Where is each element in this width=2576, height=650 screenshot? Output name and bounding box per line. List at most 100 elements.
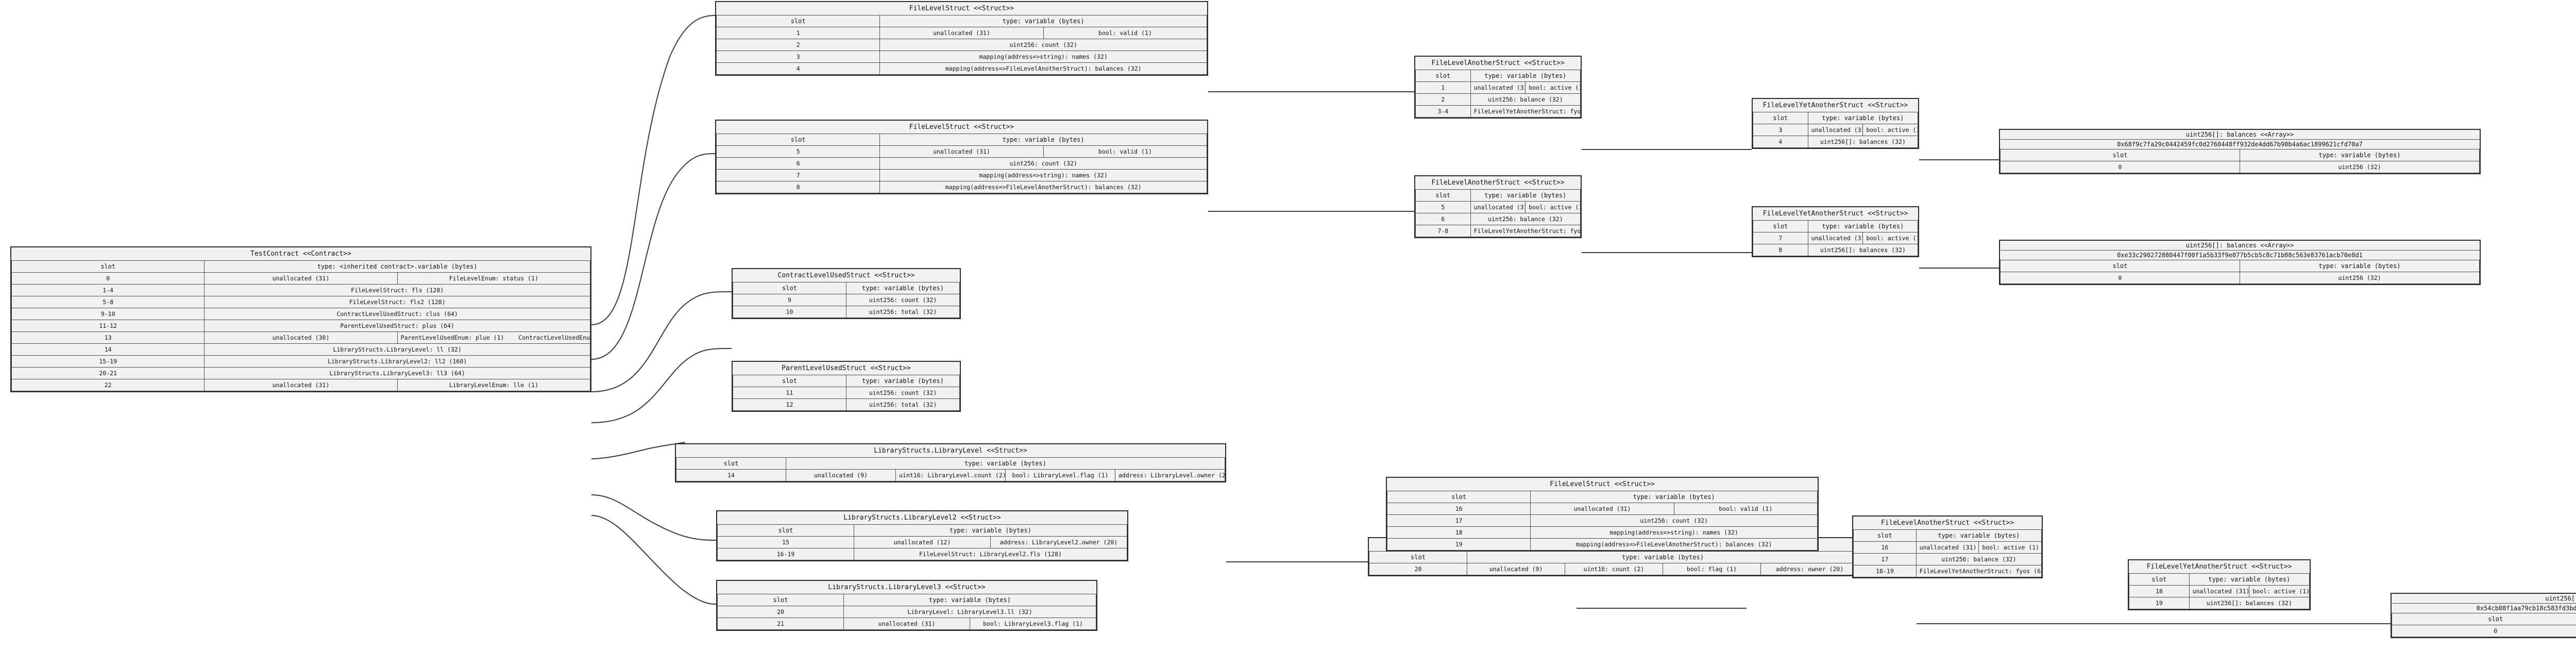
value-cell: unallocated (31) [879, 27, 1044, 39]
node-balances-array-3[interactable]: uint256[]: balances <<Array>> 0x54cb08f1… [2391, 593, 2576, 638]
col-header-slot: slot [1853, 529, 1917, 542]
value-cell: unallocated (30) [204, 331, 398, 344]
col-header-type: type: variable (bytes) [846, 282, 960, 294]
slot-cell: 17 [1386, 514, 1531, 527]
node-title: ContractLevelUsedStruct <<Struct>> [733, 269, 960, 282]
value-cell: uint256[]: balances (32) [1807, 244, 1919, 256]
value-cell: uint256[]: balances (32) [1807, 136, 1919, 148]
col-header-slot: slot [2129, 573, 2190, 586]
value-cell: address: owner (20) [1760, 563, 1859, 575]
value-cell: unallocated (31) [843, 618, 970, 630]
col-header-slot: slot [733, 282, 846, 294]
array-slot-hash: 0x54cb08f1aa79cb18c583fd3bdc921e748aed4b… [2392, 603, 2576, 613]
node-title: LibraryStructs.LibraryLevel <<Struct>> [676, 444, 1225, 458]
slot-cell: 18 [1386, 526, 1531, 539]
value-part: ParentLevelUsedEnum: plue (1) [400, 334, 504, 341]
col-header-slot: slot [717, 524, 854, 537]
node-title: FileLevelStruct <<Struct>> [1387, 478, 1818, 491]
node-file-level-yet-another-struct-1[interactable]: FileLevelYetAnotherStruct <<Struct>> slo… [1752, 98, 1919, 149]
value-cell: uint256[]: balances (32) [2189, 597, 2310, 609]
col-header-slot: slot [2000, 149, 2240, 161]
value-cell: LibraryLevelEnum: lle (1) [397, 379, 591, 391]
col-header-type: type: <inherited contract>.variable (byt… [204, 260, 590, 273]
value-cell: ParentLevelUsedStruct: plus (64) [204, 320, 590, 332]
node-balances-array-1[interactable]: uint256[]: balances <<Array>> 0x68f9c7fa… [1999, 129, 2481, 174]
slot-cell: 3 [1753, 124, 1808, 136]
value-cell: bool: valid (1) [1673, 503, 1818, 515]
value-cell: unallocated (9) [786, 469, 896, 481]
node-test-contract[interactable]: TestContract <<Contract>> slot type: <in… [10, 246, 591, 392]
value-cell: FileLevelEnum: status (1) [397, 272, 591, 285]
value-cell: ContractLevelUsedStruct: clus (64) [204, 308, 590, 320]
slot-cell: 15-19 [11, 355, 205, 368]
slot-cell: 18-19 [1853, 565, 1917, 577]
node-file-level-yet-another-struct-2[interactable]: FileLevelYetAnotherStruct <<Struct>> slo… [1752, 206, 1919, 257]
node-title: FileLevelAnotherStruct <<Struct>> [1415, 57, 1581, 70]
array-slot-hash: 0x68f9c7fa29c0442459fc0d2760448ff932de4d… [2000, 139, 2480, 149]
value-part: ContractLevelUsedEnum: clue (1) [518, 334, 590, 341]
col-header-type: type: variable (bytes) [2240, 260, 2480, 272]
value-cell: LibraryStructs.LibraryLevel: ll (32) [204, 343, 590, 356]
node-title: LibraryStructs.LibraryLevel2 <<Struct>> [717, 511, 1127, 525]
col-header-slot: slot [1753, 112, 1808, 124]
col-header-type: type: variable (bytes) [1530, 491, 1818, 503]
slot-cell: 5 [1415, 201, 1471, 213]
value-cell: uint256: count (32) [1530, 514, 1818, 527]
value-cell: ParentLevelUsedEnum: plue (1) ContractLev… [397, 331, 591, 344]
col-header-slot: slot [11, 260, 205, 273]
value-cell: address: LibraryLevel.owner (20) [1115, 469, 1225, 481]
value-cell: bool: active (1) [1862, 232, 1918, 244]
value-cell: uint256: count (32) [879, 39, 1207, 51]
slot-cell: 15 [717, 536, 854, 548]
col-header-slot: slot [1415, 70, 1471, 82]
value-cell: unallocated (31) [1470, 81, 1526, 94]
col-header-slot: slot [1369, 551, 1467, 563]
value-cell: FileLevelYetAnotherStruct: fyos (64) [1470, 105, 1581, 118]
node-title: FileLevelAnotherStruct <<Struct>> [1415, 176, 1581, 190]
node-library-level-3[interactable]: LibraryStructs.LibraryLevel3 <<Struct>> … [716, 580, 1097, 631]
slot-cell: 21 [717, 618, 844, 630]
node-file-level-yet-another-struct-3[interactable]: FileLevelYetAnotherStruct <<Struct>> slo… [2128, 559, 2311, 610]
value-cell: bool: flag (1) [1663, 563, 1761, 575]
node-library-level-2[interactable]: LibraryStructs.LibraryLevel2 <<Struct>> … [716, 510, 1128, 561]
value-cell: FileLevelStruct: LibraryLevel2.fls (128) [854, 548, 1127, 560]
slot-cell: 0 [2000, 272, 2240, 284]
value-cell: unallocated (31) [1916, 541, 1979, 554]
col-header-type: type: variable (bytes) [854, 524, 1127, 537]
col-header-type: type: variable (bytes) [1470, 70, 1581, 82]
slot-cell: 20-21 [11, 367, 205, 379]
value-cell: uint256: count (32) [846, 387, 960, 399]
node-balances-array-2[interactable]: uint256[]: balances <<Array>> 0xe33c2902… [1999, 240, 2481, 285]
value-cell: mapping(address=>FileLevelAnotherStruct)… [879, 62, 1207, 75]
col-header-type: type: variable (bytes) [1470, 189, 1581, 202]
slot-cell: 1 [1415, 81, 1471, 94]
node-library-level[interactable]: LibraryStructs.LibraryLevel <<Struct>> s… [675, 443, 1226, 482]
value-cell: FileLevelYetAnotherStruct: fyos (64) [1916, 565, 2042, 577]
value-cell: FileLevelYetAnotherStruct: fyos (64) [1470, 225, 1581, 237]
slot-cell: 8 [1753, 244, 1808, 256]
value-cell: LibraryStructs.LibraryLevel3: ll3 (64) [204, 367, 590, 379]
value-cell: unallocated (9) [1467, 563, 1565, 575]
value-cell: FileLevelStruct: fls2 (128) [204, 296, 590, 308]
